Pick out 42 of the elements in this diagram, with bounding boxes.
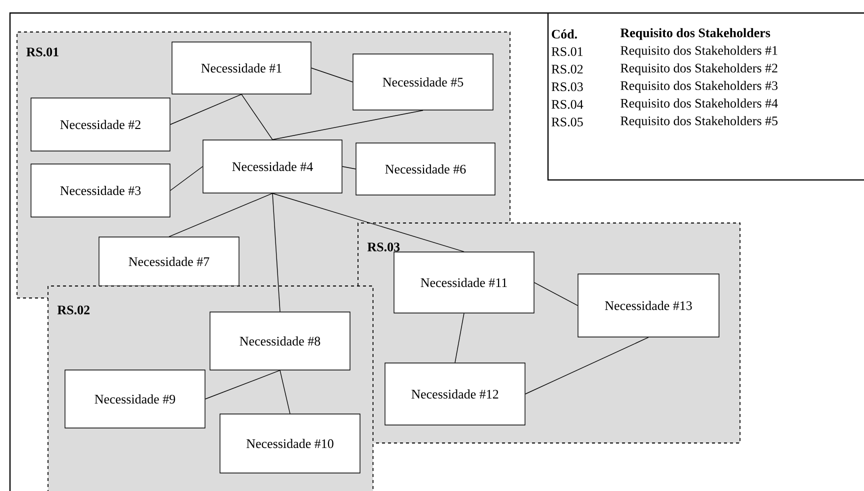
need-box: Necessidade #13 <box>578 274 720 338</box>
need-box: Necessidade #6 <box>356 142 496 196</box>
table-cell: Requisito dos Stakeholders #4 <box>620 98 778 110</box>
need-box: Necessidade #10 <box>220 414 360 474</box>
table-cell: Requisito dos Stakeholders #3 <box>620 80 778 93</box>
table-cell: Requisito dos Stakeholders #5 <box>620 116 778 128</box>
table-cell: RS.05 <box>552 118 583 126</box>
need-box: Necessidade #9 <box>64 370 206 428</box>
connector-line <box>272 110 424 140</box>
connector-line <box>342 166 356 170</box>
table-header: Cód. <box>552 29 577 39</box>
table-cell: RS.03 <box>552 82 583 92</box>
need-box: Necessidade #11 <box>394 252 534 314</box>
group-heading: RS.01 <box>26 48 58 56</box>
connector-line <box>534 282 578 306</box>
group-heading: RS.02 <box>57 306 90 314</box>
connector-line <box>205 370 280 400</box>
need-box: Necessidade #8 <box>210 312 350 370</box>
connector-line <box>168 193 273 237</box>
table-cell: Requisito dos Stakeholders #2 <box>620 63 778 76</box>
need-box: Necessidade #12 <box>384 362 526 426</box>
need-box: Necessidade #2 <box>30 98 170 152</box>
connector-line <box>272 193 464 252</box>
connector-line <box>170 94 242 125</box>
group-heading: RS.03 <box>367 242 400 252</box>
need-box: Necessidade #7 <box>98 236 240 286</box>
connector-line <box>280 370 290 414</box>
connector-line <box>454 313 464 363</box>
connector-line <box>272 193 280 312</box>
table-header: Requisito dos Stakeholders <box>620 28 770 40</box>
connector-line <box>241 94 273 140</box>
connector-line <box>525 337 649 394</box>
table-cell: RS.01 <box>552 47 583 56</box>
need-box: Necessidade #4 <box>202 140 342 194</box>
need-box: Necessidade #3 <box>30 164 170 218</box>
table-cell: RS.04 <box>552 100 584 109</box>
need-box: Necessidade #5 <box>352 54 494 110</box>
connector-line <box>311 68 353 82</box>
table-cell: Requisito dos Stakeholders #1 <box>620 46 778 58</box>
table-cell: RS.02 <box>552 64 583 74</box>
connector-line <box>170 166 203 191</box>
need-box: Necessidade #1 <box>172 42 312 94</box>
